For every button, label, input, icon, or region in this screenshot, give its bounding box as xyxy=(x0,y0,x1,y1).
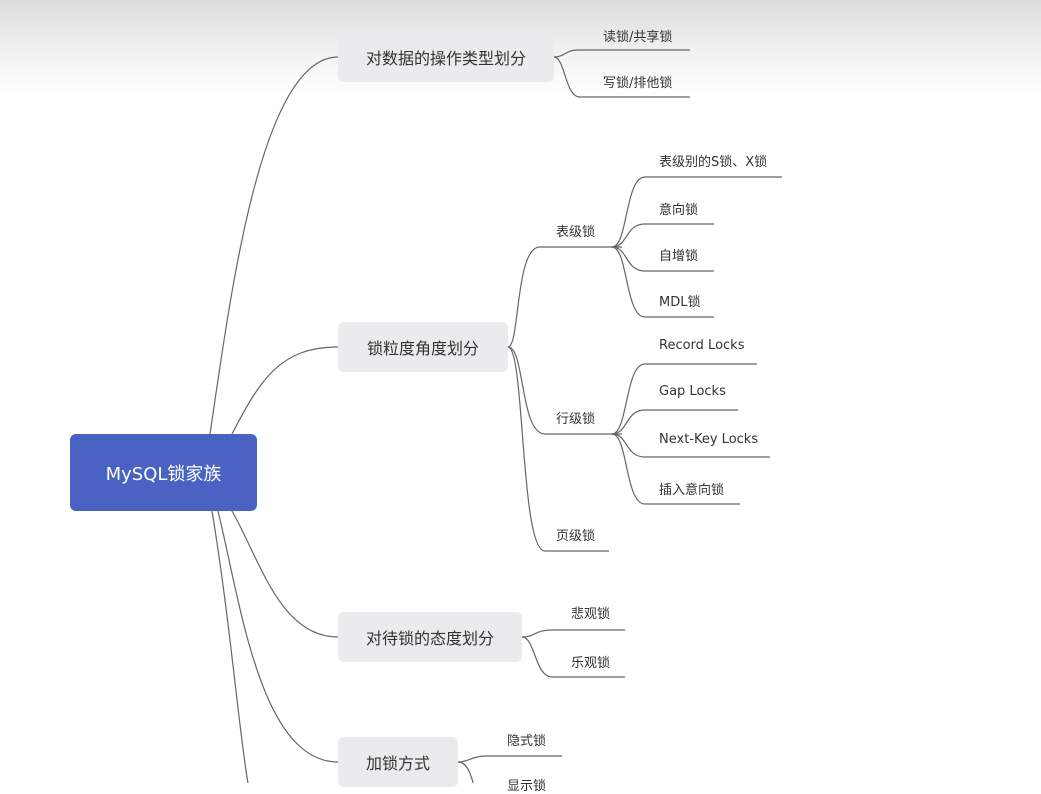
root-node[interactable]: MySQL锁家族 xyxy=(70,434,257,511)
edge-r-1 xyxy=(611,409,738,435)
edge-t-1 xyxy=(611,223,714,248)
leaf-next-key-locks[interactable]: Next-Key Locks xyxy=(659,432,759,447)
leaf-write-lock[interactable]: 写锁/排他锁 xyxy=(603,76,673,91)
leaf-table-s-x-lock[interactable]: 表级别的S锁、X锁 xyxy=(659,155,768,170)
branch-operation-type[interactable]: 对数据的操作类型划分 xyxy=(338,32,554,82)
node-page-lock[interactable]: 页级锁 xyxy=(556,529,596,544)
edge-b1-1 xyxy=(507,346,622,435)
edge-r-3 xyxy=(611,433,740,505)
edge-b1-2 xyxy=(507,346,609,552)
branch-granularity[interactable]: 锁粒度角度划分 xyxy=(338,322,508,372)
edge-b2-0 xyxy=(521,629,625,638)
leaf-intention-lock[interactable]: 意向锁 xyxy=(659,203,699,218)
branch-lock-method[interactable]: 加锁方式 xyxy=(338,737,458,787)
leaf-mdl-lock[interactable]: MDL锁 xyxy=(659,295,701,310)
leaf-implicit-lock[interactable]: 隐式锁 xyxy=(507,734,547,749)
leaf-pessimistic-lock[interactable]: 悲观锁 xyxy=(571,607,611,622)
leaf-insert-intention-lock[interactable]: 插入意向锁 xyxy=(659,483,725,498)
edge-b2-1 xyxy=(521,636,625,678)
edge-r-0 xyxy=(611,363,757,435)
leaf-read-lock[interactable]: 读锁/共享锁 xyxy=(603,30,673,45)
leaf-gap-locks[interactable]: Gap Locks xyxy=(659,384,726,399)
edge-root-b3 xyxy=(217,510,339,763)
branch-attitude[interactable]: 对待锁的态度划分 xyxy=(338,612,522,662)
edge-t-2 xyxy=(611,246,714,272)
edge-t-0 xyxy=(611,176,782,248)
leaf-record-locks[interactable]: Record Locks xyxy=(659,338,745,353)
edge-b3-0 xyxy=(457,755,562,763)
edge-b1-0 xyxy=(507,246,622,348)
leaf-optimistic-lock[interactable]: 乐观锁 xyxy=(571,656,611,671)
node-row-lock[interactable]: 行级锁 xyxy=(556,412,596,427)
edge-root-b4 xyxy=(211,510,249,783)
node-table-lock[interactable]: 表级锁 xyxy=(556,225,596,240)
edge-t-3 xyxy=(611,246,714,318)
leaf-explicit-lock[interactable]: 显示锁 xyxy=(507,779,547,794)
edge-root-b1 xyxy=(231,346,339,435)
edge-b3-1 xyxy=(457,761,474,783)
edge-b0-0 xyxy=(553,49,690,58)
leaf-auto-inc-lock[interactable]: 自增锁 xyxy=(659,249,699,264)
edge-r-2 xyxy=(611,433,770,458)
edge-b0-1 xyxy=(553,56,690,98)
edge-root-b0 xyxy=(209,56,339,435)
edge-root-b2 xyxy=(231,510,339,638)
